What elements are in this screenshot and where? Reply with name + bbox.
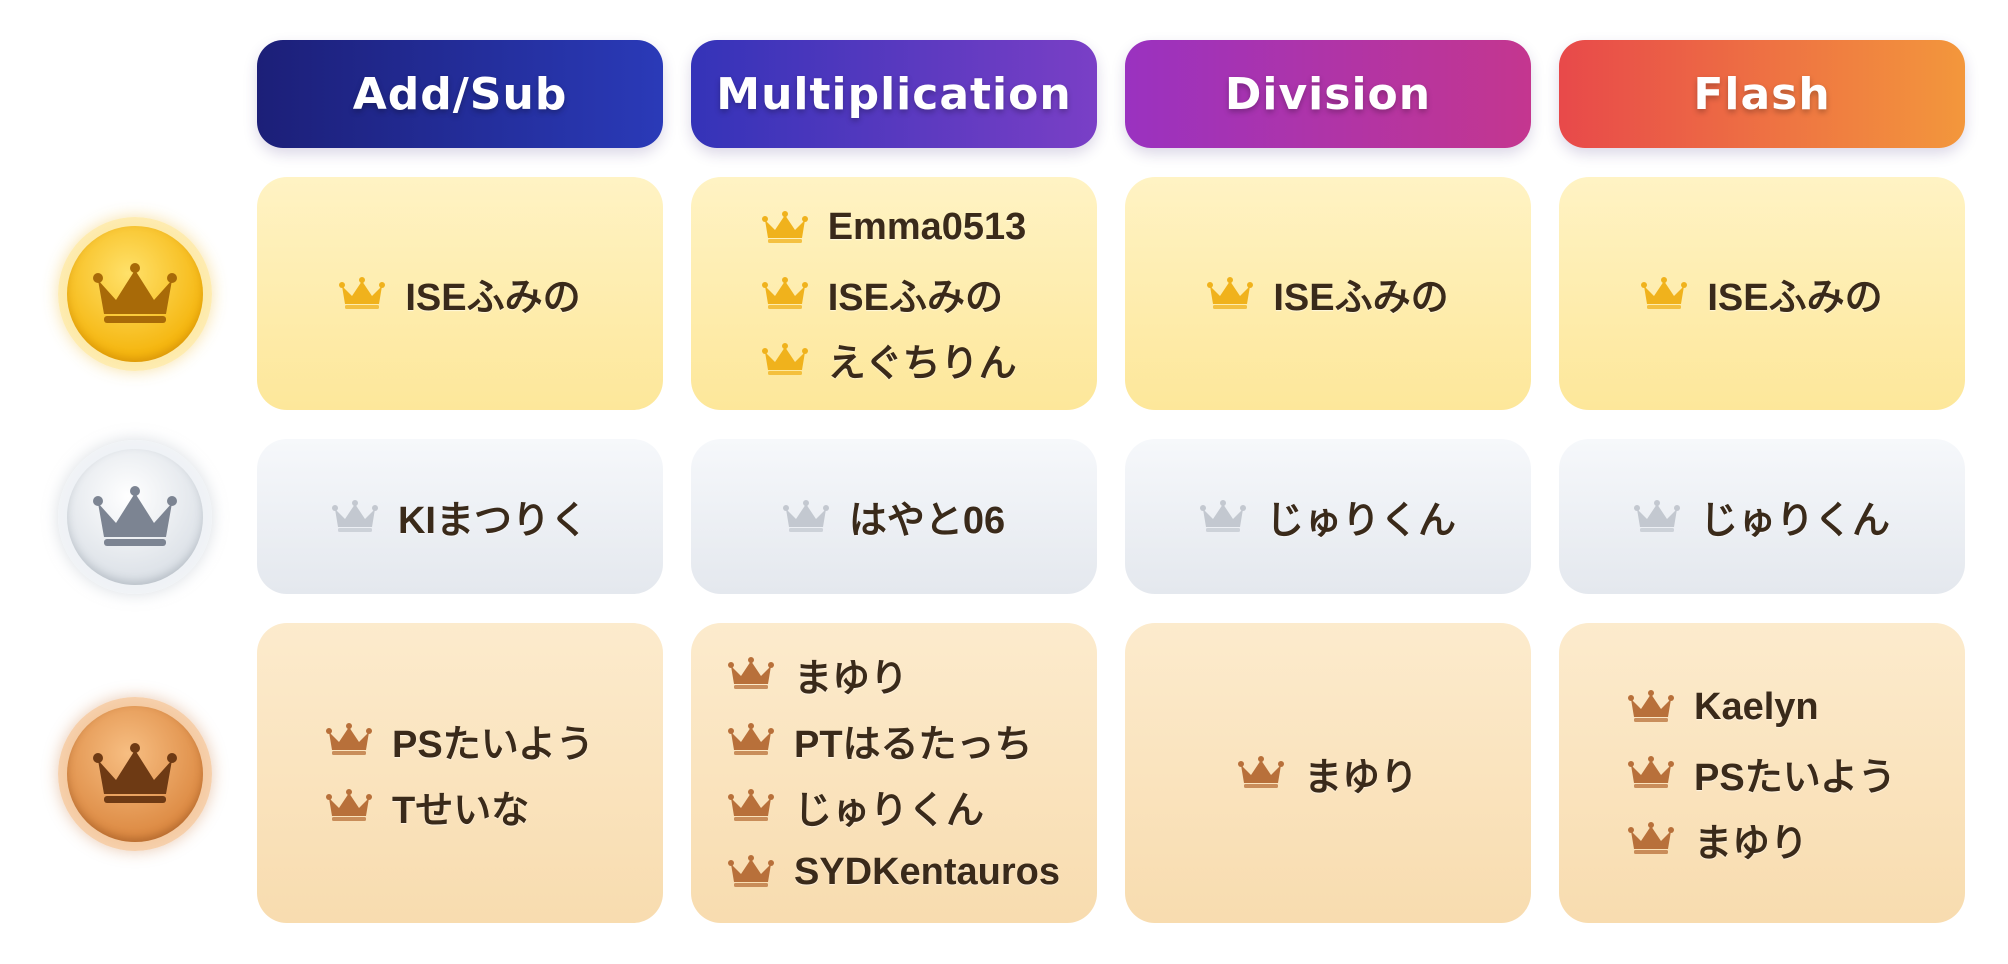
leaderboard-cell-gold-flash: ISEふみの	[1559, 177, 1965, 410]
crown-icon	[326, 723, 373, 755]
crown-icon	[93, 486, 177, 546]
leaderboard-cell-bronze-addsub: PSたいよう Tせいな	[257, 623, 663, 923]
player-name: KIまつりく	[397, 500, 588, 542]
name-list: じゅりくん	[1633, 484, 1890, 550]
name-list: ISEふみの	[1641, 261, 1883, 327]
player-name: Emma0513	[827, 206, 1027, 248]
crown-icon	[727, 789, 774, 821]
column-header-flash: Flash	[1559, 40, 1965, 148]
gold-medal	[58, 217, 212, 371]
crown-icon	[782, 499, 829, 532]
player-name: じゅりくん	[793, 789, 984, 832]
list-item: PSたいよう	[1628, 740, 1896, 806]
player-name: じゅりくん	[1699, 500, 1890, 542]
player-name: えぐちりん	[827, 343, 1017, 385]
player-name: はやと06	[848, 500, 1006, 542]
leaderboard-cell-bronze-div: まゆり	[1125, 623, 1531, 923]
crown-icon	[727, 657, 774, 689]
crown-icon	[727, 723, 774, 755]
column-header-add-sub: Add/Sub	[257, 40, 663, 148]
leaderboard-cell-gold-div: ISEふみの	[1125, 177, 1531, 410]
list-item: Kaelyn	[1628, 674, 1819, 740]
crown-icon	[326, 789, 373, 821]
list-item: まゆり	[1237, 740, 1418, 806]
list-item: えぐちりん	[761, 327, 1017, 393]
list-item: PSたいよう	[326, 707, 594, 773]
leaderboard-cell-gold-addsub: ISEふみの	[257, 177, 663, 410]
crown-icon	[727, 855, 774, 887]
column-header-label: Add/Sub	[352, 68, 568, 120]
crown-icon	[761, 276, 808, 309]
crown-icon	[1641, 276, 1688, 309]
list-item: ISEふみの	[761, 261, 1003, 327]
crown-icon	[761, 210, 808, 243]
list-item: ISEふみの	[1641, 261, 1883, 327]
silver-medal	[58, 440, 212, 594]
list-item: Emma0513	[761, 195, 1027, 261]
crown-icon	[1237, 756, 1284, 788]
column-header-division: Division	[1125, 40, 1531, 148]
list-item: じゅりくん	[1633, 484, 1890, 550]
list-item: KIまつりく	[331, 484, 588, 550]
list-item: PTはるたっち	[727, 707, 1033, 773]
leaderboard-cell-bronze-mult: まゆり PTはるたっちじゅりくん SYDKentauros	[691, 623, 1097, 923]
player-name: ISEふみの	[1273, 277, 1449, 319]
name-list: ISEふみの	[339, 261, 581, 327]
player-name: まゆり	[793, 657, 908, 700]
column-header-multiplication: Multiplication	[691, 40, 1097, 148]
crown-icon	[761, 342, 808, 375]
crown-icon	[331, 499, 378, 532]
player-name: ISEふみの	[827, 277, 1003, 319]
player-name: ISEふみの	[1707, 277, 1883, 319]
crown-icon	[93, 263, 177, 323]
list-item: まゆり	[727, 641, 908, 707]
name-list: まゆり PTはるたっちじゅりくん SYDKentauros	[727, 641, 1061, 905]
crown-icon	[93, 743, 177, 803]
player-name: まゆり	[1303, 756, 1418, 799]
leaderboard-cell-silver-addsub: KIまつりく	[257, 439, 663, 594]
name-list: KIまつりく	[331, 484, 588, 550]
leaderboard-cell-silver-div: じゅりくん	[1125, 439, 1531, 594]
list-item: はやと06	[782, 484, 1006, 550]
crown-icon	[1628, 756, 1675, 788]
crown-icon	[1199, 499, 1246, 532]
player-name: Tせいな	[392, 789, 530, 832]
crown-icon	[1628, 690, 1675, 722]
crown-icon	[1628, 822, 1675, 854]
name-list: PSたいよう Tせいな	[326, 707, 594, 839]
player-name: まゆり	[1694, 822, 1809, 865]
player-name: PSたいよう	[1694, 756, 1896, 799]
list-item: SYDKentauros	[727, 839, 1061, 905]
player-name: ISEふみの	[405, 277, 581, 319]
player-name: PSたいよう	[392, 723, 594, 766]
crown-icon	[1207, 276, 1254, 309]
player-name: Kaelyn	[1694, 685, 1819, 728]
column-header-label: Division	[1224, 68, 1432, 120]
list-item: じゅりくん	[1199, 484, 1456, 550]
player-name: SYDKentauros	[793, 850, 1061, 893]
list-item: Tせいな	[326, 773, 529, 839]
column-header-label: Multiplication	[716, 68, 1072, 120]
name-list: まゆり	[1237, 740, 1418, 806]
crown-icon	[1633, 499, 1680, 532]
list-item: まゆり	[1628, 806, 1808, 872]
name-list: はやと06	[782, 484, 1006, 550]
list-item: ISEふみの	[1207, 261, 1449, 327]
name-list: じゅりくん	[1199, 484, 1456, 550]
leaderboard-cell-silver-mult: はやと06	[691, 439, 1097, 594]
column-header-label: Flash	[1693, 68, 1831, 120]
crown-icon	[339, 276, 386, 309]
bronze-medal	[58, 697, 212, 851]
player-name: PTはるたっち	[793, 723, 1033, 766]
list-item: ISEふみの	[339, 261, 581, 327]
list-item: じゅりくん	[727, 773, 984, 839]
player-name: じゅりくん	[1265, 500, 1456, 542]
name-list: ISEふみの	[1207, 261, 1449, 327]
leaderboard-cell-silver-flash: じゅりくん	[1559, 439, 1965, 594]
